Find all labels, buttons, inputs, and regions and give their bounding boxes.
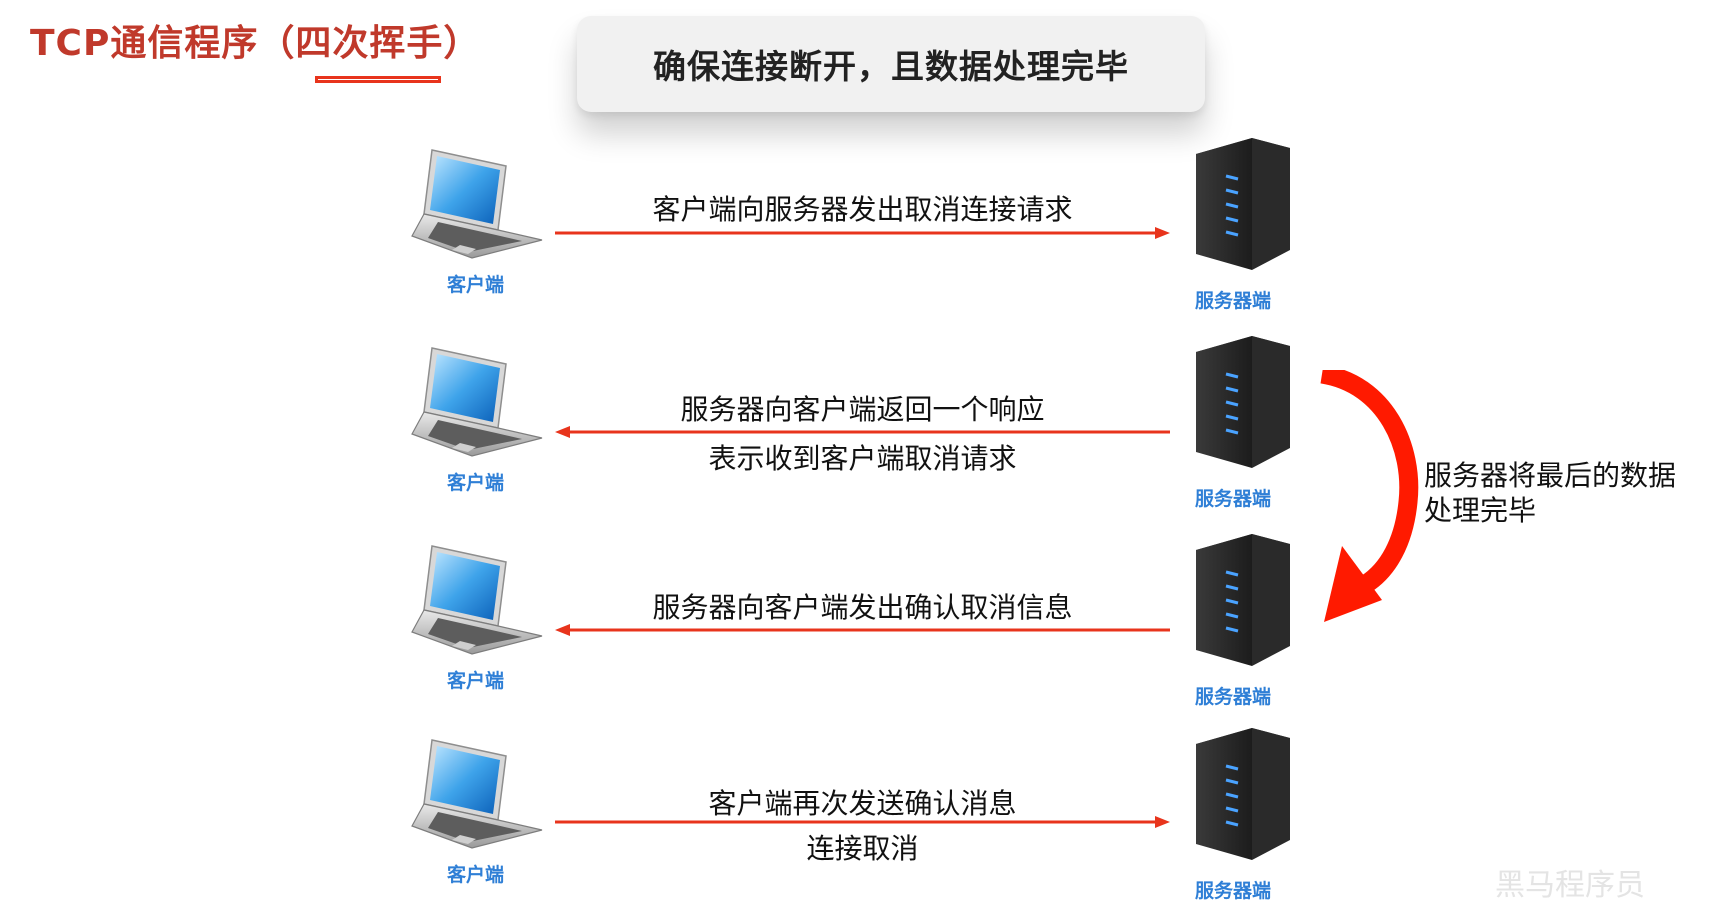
page-title: TCP通信程序（四次挥手）: [30, 23, 481, 64]
handshake-step-1: 客户端 客户端向服务器发出取消连接请求 服务器端: [0, 136, 1718, 332]
client-laptop-icon: [411, 545, 543, 655]
server-label: 服务器端: [1195, 686, 1272, 708]
step-message-2: 表示收到客户端取消请求: [708, 442, 1017, 475]
arrow-to-client: [555, 426, 1170, 438]
arrow-to-server: [555, 227, 1170, 239]
side-note-line-1: 服务器将最后的数据: [1424, 459, 1677, 492]
client-laptop-icon: [411, 149, 543, 259]
client-laptop-icon: [411, 347, 543, 457]
step-message-2: 连接取消: [806, 832, 919, 865]
curved-process-arrow: [1320, 370, 1419, 622]
server-icon: [1194, 726, 1292, 862]
arrow-to-server: [555, 816, 1170, 828]
arrow-to-client: [555, 624, 1170, 636]
handshake-step-2: 客户端 服务器向客户端返回一个响应 表示收到客户端取消请求 服务器端: [0, 334, 1718, 530]
side-note-line-2: 处理完毕: [1424, 494, 1537, 527]
server-icon: [1194, 136, 1292, 272]
server-icon: [1194, 532, 1292, 668]
client-label: 客户端: [447, 274, 505, 296]
server-icon: [1194, 334, 1292, 470]
client-laptop-icon: [411, 739, 543, 849]
step-message: 客户端向服务器发出取消连接请求: [652, 193, 1073, 226]
client-label: 客户端: [447, 864, 505, 886]
title-underline: [315, 76, 441, 83]
side-note: 服务器将最后的数据 处理完毕: [1424, 458, 1676, 528]
step-message: 服务器向客户端返回一个响应: [680, 393, 1045, 426]
step-message: 服务器向客户端发出确认取消信息: [652, 591, 1073, 624]
server-label: 服务器端: [1195, 290, 1272, 312]
subtitle-box: 确保连接断开，且数据处理完毕: [577, 16, 1205, 112]
client-label: 客户端: [447, 472, 505, 494]
server-label: 服务器端: [1195, 880, 1272, 902]
client-label: 客户端: [447, 670, 505, 692]
server-label: 服务器端: [1195, 488, 1272, 510]
step-message: 客户端再次发送确认消息: [708, 787, 1017, 820]
handshake-step-3: 客户端 服务器向客户端发出确认取消信息 服务器端: [0, 532, 1718, 728]
watermark: 黑马程序员: [1495, 868, 1645, 903]
subtitle-text: 确保连接断开，且数据处理完毕: [653, 47, 1129, 86]
handshake-step-4: 客户端 客户端再次发送确认消息 连接取消 服务器端: [0, 726, 1718, 922]
